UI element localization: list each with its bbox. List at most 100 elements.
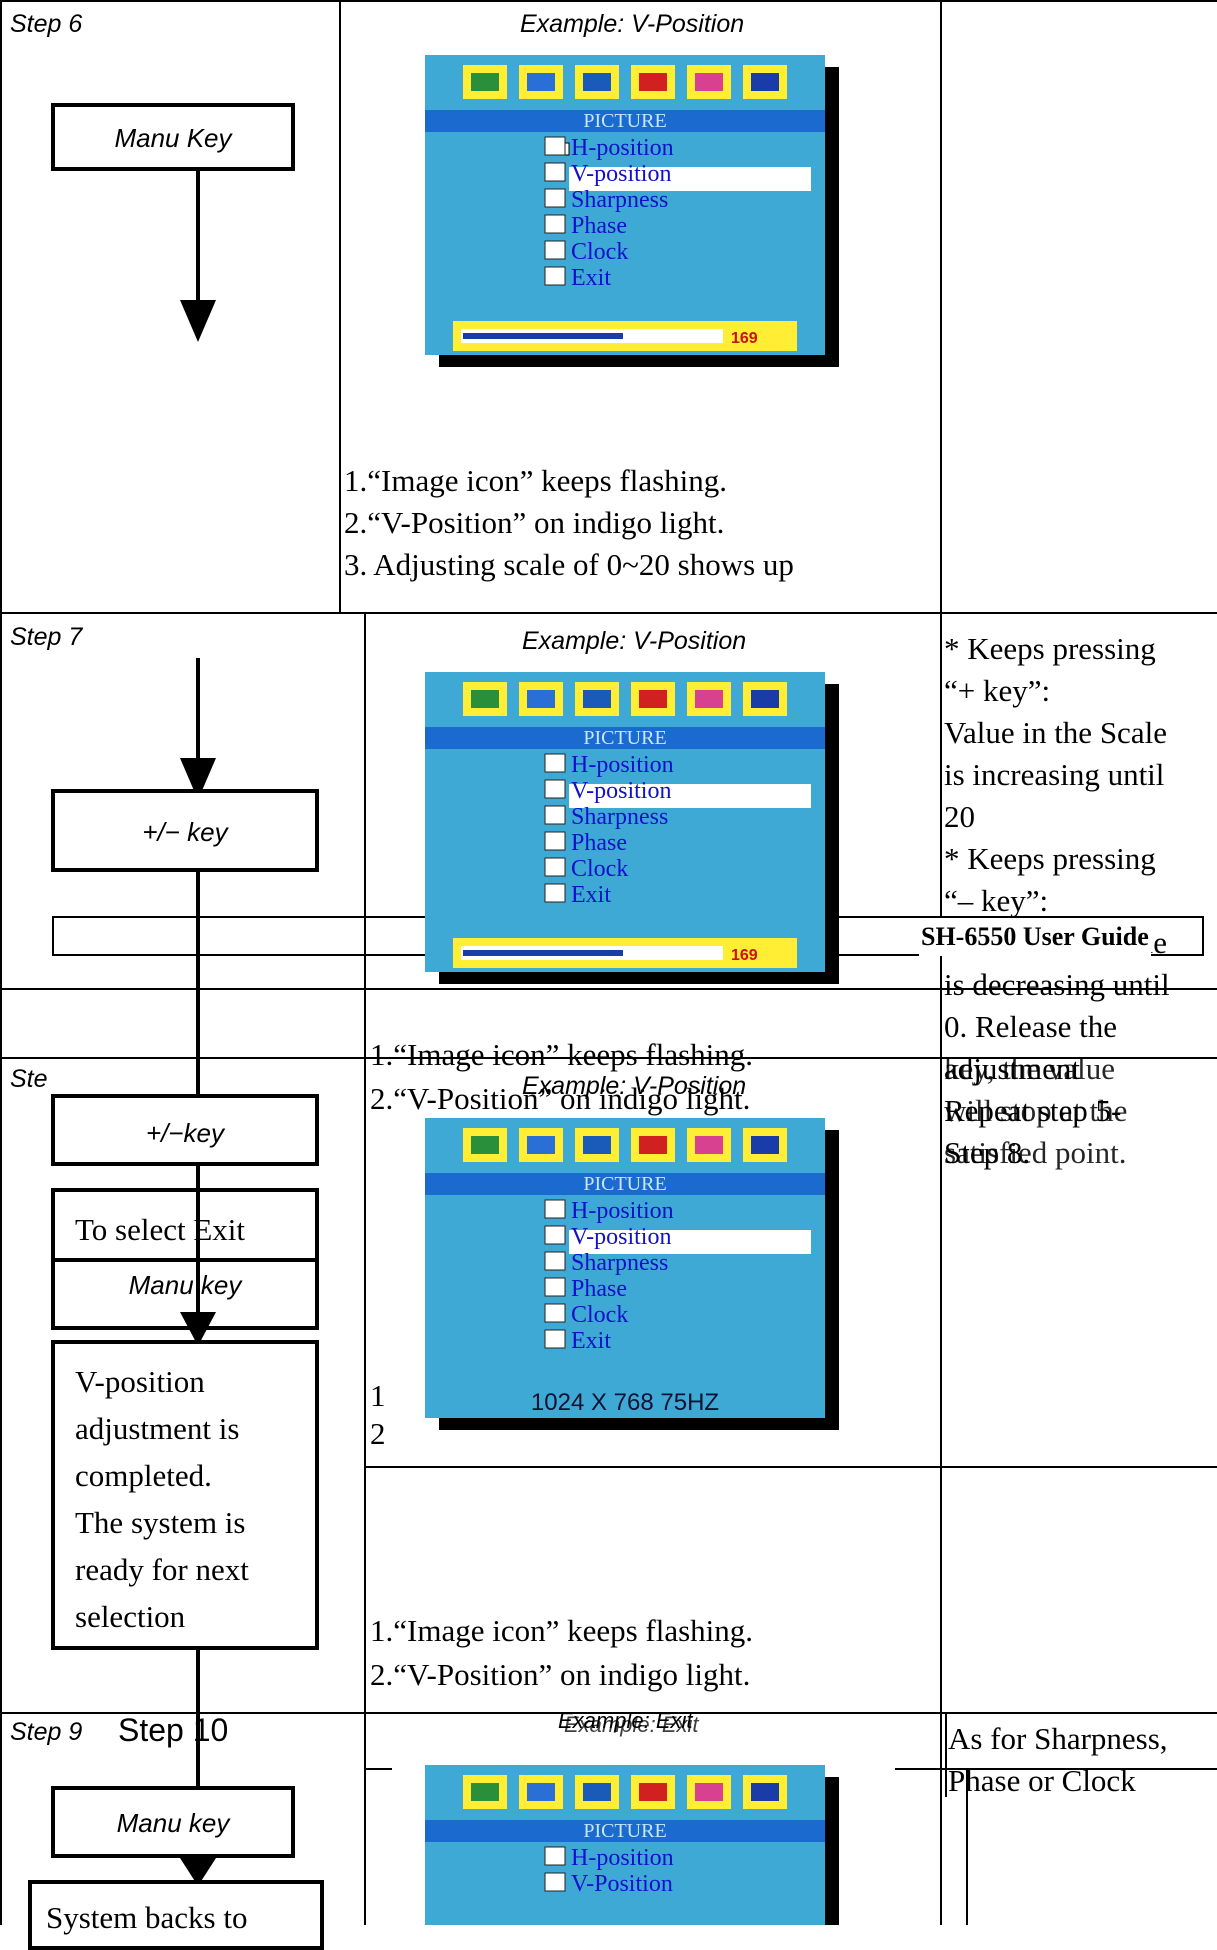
osd-item-icon — [544, 831, 566, 851]
step-label-7: Step 7 — [10, 623, 83, 651]
osd-screen-2: PICTURE H-positionV-positionSharpnessPha… — [425, 672, 839, 984]
completed-line-6: selection — [75, 1599, 186, 1634]
step7-right-line-10: 0. Release the — [944, 1009, 1118, 1044]
osd-item: Clock — [571, 1302, 628, 1328]
color-icon-glyph — [695, 1136, 723, 1154]
menu-key-box-2: Manu key — [51, 1258, 319, 1330]
step7-overlay-line-3: satisfied point. — [944, 1135, 1127, 1170]
row-divider-3 — [0, 1712, 1217, 1714]
brightness-icon-glyph — [471, 1783, 499, 1801]
step7-right-line-1: * Keeps pressing — [944, 631, 1156, 666]
osd-item: H-position — [571, 1198, 674, 1224]
step9-right-text: As for Sharpness, Phase or Clock — [948, 1718, 1168, 1802]
osd-item-icon — [544, 188, 566, 208]
col-divider-1b — [364, 612, 366, 1925]
osd-item-icon — [544, 1199, 566, 1219]
menu-key-label-2: Manu key — [128, 1270, 242, 1300]
osd-item-icon — [544, 1846, 566, 1866]
completed-text: V-position adjustment is completed. The … — [75, 1358, 249, 1640]
osd-item-icon — [544, 1329, 566, 1349]
step6-notes: 1.“Image icon” keeps flashing. 2.“V-Posi… — [344, 462, 794, 584]
osd-bar-value: 169 — [731, 330, 758, 347]
step7-right-line-6: * Keeps pressing — [944, 841, 1156, 876]
step-label-9: Step 9 — [10, 1718, 83, 1746]
osd-icon-glyph — [639, 73, 667, 91]
color-icon-glyph — [695, 73, 723, 91]
step7-right-line-3: Value in the Scale — [944, 715, 1167, 750]
osd-icon-glyph — [639, 1783, 667, 1801]
step-label-6: Step 6 — [10, 10, 83, 38]
osd-resolution: 1024 X 768 75HZ — [531, 1389, 719, 1416]
step7-right-line-13: Step 8. — [944, 1135, 1031, 1170]
step7-right-overlay: key, the value will stop at the satisfie… — [944, 1048, 1127, 1174]
menu-key-label-1: Manu Key — [114, 123, 232, 153]
osd-item: H-position — [571, 135, 674, 161]
plus-minus-key-label-2: +/−key — [145, 1118, 225, 1148]
position-icon-glyph — [527, 690, 555, 708]
menu-key-box-1: Manu Key — [51, 103, 295, 171]
step7-right-line-11: adjustment — [944, 1051, 1081, 1086]
step-label-10: Step 10 — [118, 1712, 229, 1748]
osd-item-icon — [544, 136, 566, 156]
osd-item-icon — [544, 857, 566, 877]
step7-note-2: 2.“V-Position” on indigo light. — [370, 1081, 751, 1116]
osd-item-icon — [544, 1251, 566, 1271]
step8-partial-2: 2 — [370, 1416, 386, 1451]
flow-connector-step8 — [196, 1188, 200, 1343]
color-icon-glyph — [695, 690, 723, 708]
example-label-exit-overlap: Example: Exit — [564, 1712, 699, 1737]
osd-item-icon — [544, 1225, 566, 1245]
step9-right-line-1: As for Sharpness, — [948, 1721, 1168, 1756]
completed-line-2: adjustment is — [75, 1411, 240, 1446]
col-divider-2 — [940, 0, 942, 1925]
example-label-3: Example: V-Position — [522, 1072, 747, 1100]
row-divider-footer — [0, 988, 1217, 990]
step8-note-1: 1.“Image icon” keeps flashing. — [370, 1613, 754, 1648]
frequency-icon-glyph — [583, 1136, 611, 1154]
completed-line-1: V-position — [75, 1364, 205, 1399]
row-divider-step9-left — [364, 1768, 392, 1770]
exit-icon-glyph — [751, 1136, 779, 1154]
system-backs-box: System backs to — [28, 1880, 324, 1950]
frequency-icon-glyph — [583, 690, 611, 708]
step9-right-line-2: Phase or Clock — [948, 1763, 1136, 1798]
arrow-down-icon — [180, 1312, 216, 1346]
osd-item: Phase — [571, 213, 627, 239]
osd-screen-1: PICTURE H-positionV-positionSharpnessPha… — [425, 55, 839, 367]
color-icon-glyph — [695, 1783, 723, 1801]
osd-item-icon — [544, 1277, 566, 1297]
step9-inner-divider — [945, 1712, 947, 1797]
osd-item: Phase — [571, 830, 627, 856]
osd-item: Phase — [571, 1276, 627, 1302]
osd-item-icon — [544, 214, 566, 234]
plus-minus-key-label: +/− key — [142, 817, 228, 847]
step7-note-1: 1.“Image icon” keeps flashing. — [370, 1037, 754, 1072]
osd-item: H-position — [571, 1845, 674, 1871]
osd-item: V-position — [571, 161, 671, 187]
osd-bar-value: 169 — [731, 947, 758, 964]
osd-item-icon — [544, 779, 566, 799]
step7-overlay-line-2: will stop at the — [944, 1093, 1128, 1128]
osd-icon-glyph — [639, 1136, 667, 1154]
osd-item: Exit — [571, 265, 611, 291]
step-label-8: Ste — [10, 1065, 48, 1093]
step7-right-line-5: 20 — [944, 799, 975, 834]
arrow-down-icon — [180, 300, 216, 342]
osd-title: PICTURE — [583, 1820, 666, 1842]
osd-item: H-position — [571, 752, 674, 778]
row-divider-1 — [0, 612, 1217, 614]
arrow-shaft-6 — [196, 171, 200, 319]
brightness-icon-glyph — [471, 73, 499, 91]
osd-item: Sharpness — [571, 804, 668, 830]
osd-screen-3: PICTURE H-positionV-positionSharpnessPha… — [425, 1118, 839, 1430]
system-backs-label: System backs to — [46, 1900, 248, 1935]
osd-item: Exit — [571, 882, 611, 908]
completed-line-4: The system is — [75, 1505, 246, 1540]
step6-note-1: 1.“Image icon” keeps flashing. — [344, 463, 728, 498]
plus-minus-key-box-2: +/−key — [51, 1094, 319, 1166]
step7-overlay-line-1: key, the value — [944, 1051, 1115, 1086]
example-label-exit: Example: Exit — [558, 1708, 693, 1733]
